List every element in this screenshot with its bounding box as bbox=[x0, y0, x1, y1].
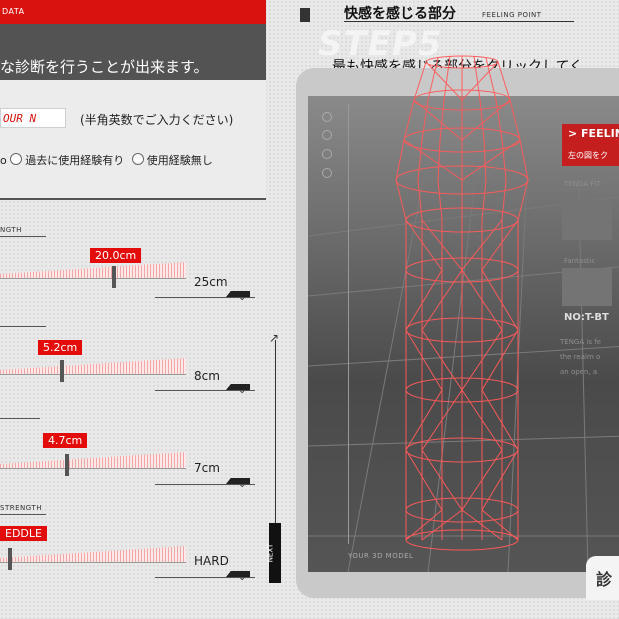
slider-value-badge: 20.0cm bbox=[90, 248, 142, 263]
name-input[interactable] bbox=[0, 108, 66, 128]
feeling-point-tag[interactable]: > FEELIN 左の図をク bbox=[562, 124, 619, 166]
info-message: な診断を行うことが出来ます。 bbox=[0, 58, 209, 76]
ghost-text: TENGA is fe bbox=[560, 338, 601, 346]
slider-base bbox=[0, 468, 186, 469]
radio-never-used[interactable]: 使用経験無し bbox=[131, 152, 213, 168]
divider bbox=[155, 484, 255, 485]
slider-max-label: 25cm bbox=[194, 275, 228, 289]
ghost-panel bbox=[562, 200, 612, 240]
section-length-label: NGTH bbox=[0, 226, 22, 234]
viewer-screen bbox=[308, 96, 619, 572]
divider bbox=[155, 297, 255, 298]
next-button[interactable]: NEXT bbox=[266, 523, 281, 583]
model-label: YOUR 3D MODEL bbox=[348, 552, 414, 560]
slider-thumb-strength[interactable] bbox=[8, 548, 12, 570]
view-option-circle[interactable] bbox=[322, 112, 332, 122]
radio-circle-icon[interactable] bbox=[131, 153, 144, 165]
height-ruler bbox=[348, 104, 349, 544]
ghost-text: TENGA FIT bbox=[564, 180, 601, 188]
radio-used-before[interactable]: 過去に使用経験有り bbox=[10, 152, 124, 168]
radio-label: 使用経験無し bbox=[146, 154, 213, 167]
slider-value-badge: 4.7cm bbox=[43, 433, 88, 448]
chevron-down-icon[interactable]: ⌄ bbox=[238, 292, 247, 303]
ghost-text: an open, a bbox=[560, 368, 598, 376]
ghost-text: the realm o bbox=[560, 353, 601, 361]
diagnose-button[interactable]: 診 bbox=[586, 556, 619, 600]
slider-track-depth[interactable] bbox=[0, 452, 186, 468]
divider bbox=[155, 577, 255, 578]
left-panel: DATA な診断を行うことが出来ます。 (半角英数でご入力ください) o 過去に… bbox=[0, 0, 290, 619]
chevron-down-icon[interactable]: ⌄ bbox=[238, 572, 247, 583]
ghost-text: Fantastic bbox=[564, 257, 596, 265]
wedge-decoration bbox=[226, 291, 250, 297]
view-option-circle[interactable] bbox=[322, 130, 332, 140]
chevron-down-icon[interactable]: ⌄ bbox=[238, 385, 247, 396]
feeling-tag-title: > FEELIN bbox=[568, 127, 619, 140]
slider-thumb-length[interactable] bbox=[112, 266, 116, 288]
feeling-tag-sub: 左の図をク bbox=[568, 151, 608, 160]
view-option-circle[interactable] bbox=[322, 149, 332, 159]
slider-value-badge: EDDLE bbox=[0, 526, 47, 541]
radio-label: 過去に使用経験有り bbox=[25, 154, 125, 167]
slider-max-label: 7cm bbox=[194, 461, 220, 475]
radio-leading-text: o bbox=[0, 154, 7, 167]
step-label: STEP5 bbox=[318, 24, 443, 64]
slider-thumb-width[interactable] bbox=[60, 360, 64, 382]
slider-base bbox=[0, 374, 186, 375]
slider-base bbox=[0, 562, 186, 563]
section-title: 快感を感じる部分 bbox=[344, 6, 456, 22]
slider-base bbox=[0, 278, 186, 279]
view-option-circle[interactable] bbox=[322, 168, 332, 178]
divider bbox=[0, 418, 40, 419]
radio-circle-icon[interactable] bbox=[10, 153, 23, 165]
slider-max-label: 8cm bbox=[194, 369, 220, 383]
slider-track-width[interactable] bbox=[0, 358, 186, 374]
wedge-decoration bbox=[226, 384, 250, 390]
diagnose-label: 診 bbox=[596, 570, 613, 589]
section-marker-icon bbox=[300, 8, 310, 22]
slider-max-label: HARD bbox=[194, 554, 229, 568]
experience-radio-group: o 過去に使用経験有り 使用経験無し bbox=[0, 152, 217, 168]
wedge-decoration bbox=[226, 478, 250, 484]
section-strength-label: STRENGTH bbox=[0, 504, 42, 512]
divider bbox=[0, 514, 46, 515]
divider bbox=[0, 236, 46, 237]
section-subtitle: FEELING POINT bbox=[482, 11, 542, 19]
title-underline bbox=[344, 21, 574, 22]
next-line bbox=[275, 340, 276, 523]
chevron-down-icon[interactable]: ⌄ bbox=[238, 479, 247, 490]
slider-thumb-depth[interactable] bbox=[65, 454, 69, 476]
slider-value-badge: 5.2cm bbox=[38, 340, 83, 355]
name-hint: (半角英数でご入力ください) bbox=[80, 113, 234, 127]
header-bar: DATA bbox=[0, 0, 266, 24]
right-panel: 快感を感じる部分 FEELING POINT STEP5 最も快感を感じる部分を… bbox=[290, 0, 619, 619]
ghost-panel bbox=[562, 268, 612, 306]
slider-track-length[interactable] bbox=[0, 262, 186, 278]
slider-track-strength[interactable] bbox=[0, 546, 186, 562]
divider bbox=[155, 390, 255, 391]
header-label: DATA bbox=[2, 7, 25, 16]
next-label: NEXT bbox=[266, 543, 275, 563]
form-area bbox=[0, 80, 266, 198]
ghost-text: NO:T-BT bbox=[564, 312, 609, 323]
wireframe-3d-model[interactable] bbox=[378, 40, 558, 560]
wedge-decoration bbox=[226, 571, 250, 577]
arrow-up-icon: ↗ bbox=[269, 331, 280, 345]
divider bbox=[0, 326, 46, 327]
